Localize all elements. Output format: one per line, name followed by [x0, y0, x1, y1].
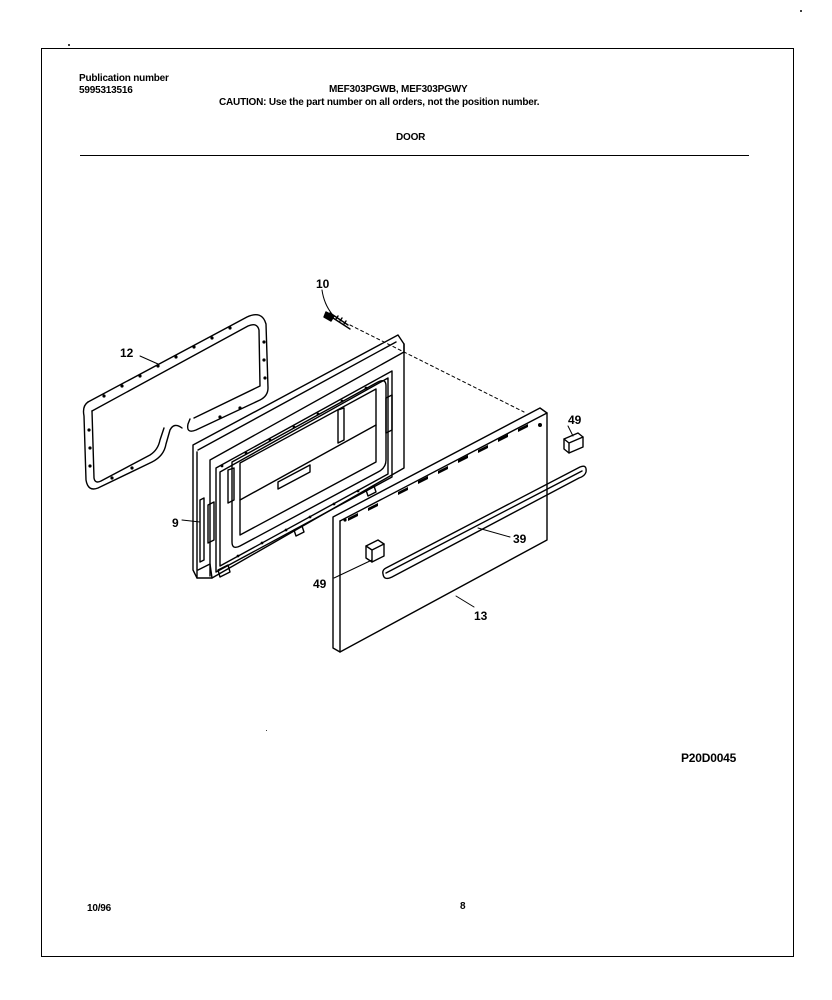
handle-end-cap-icon-lower	[365, 539, 385, 563]
caution-note: CAUTION: Use the part number on all orde…	[219, 97, 540, 108]
callout-49-lower: 49	[313, 577, 327, 591]
page-number: 8	[460, 901, 466, 912]
model-numbers: MEF303PGWB, MEF303PGWY	[329, 84, 468, 95]
callout-49-upper: 49	[568, 413, 582, 427]
door-handle-icon	[382, 465, 587, 580]
section-title: DOOR	[396, 132, 426, 143]
screw-icon	[323, 311, 351, 330]
leader-13	[455, 595, 475, 608]
leader-12	[139, 355, 159, 365]
publication-number: 5995313516	[79, 85, 133, 96]
callout-39: 39	[513, 532, 527, 546]
alignment-line	[349, 324, 525, 413]
handle-end-cap-icon-upper	[563, 432, 584, 454]
scan-speck	[266, 730, 267, 731]
leader-49-lower	[333, 559, 373, 579]
inner-door-liner-icon	[192, 334, 405, 579]
outer-door-panel-icon	[332, 407, 548, 653]
callout-12: 12	[120, 346, 134, 360]
publication-label: Publication number	[79, 73, 169, 84]
scan-speck	[68, 44, 70, 46]
diagram-reference-code: P20D0045	[681, 751, 737, 765]
callout-10: 10	[316, 277, 330, 291]
leader-39	[477, 527, 511, 538]
callout-9: 9	[172, 516, 179, 530]
leader-9	[181, 519, 201, 523]
callout-13: 13	[474, 609, 488, 623]
door-gasket-icon	[82, 314, 269, 490]
header-divider	[80, 155, 749, 156]
leader-10	[321, 289, 333, 315]
leader-49-upper	[567, 425, 574, 437]
revision-date: 10/96	[87, 903, 112, 914]
page-border	[41, 48, 794, 957]
scan-speck	[800, 10, 802, 12]
